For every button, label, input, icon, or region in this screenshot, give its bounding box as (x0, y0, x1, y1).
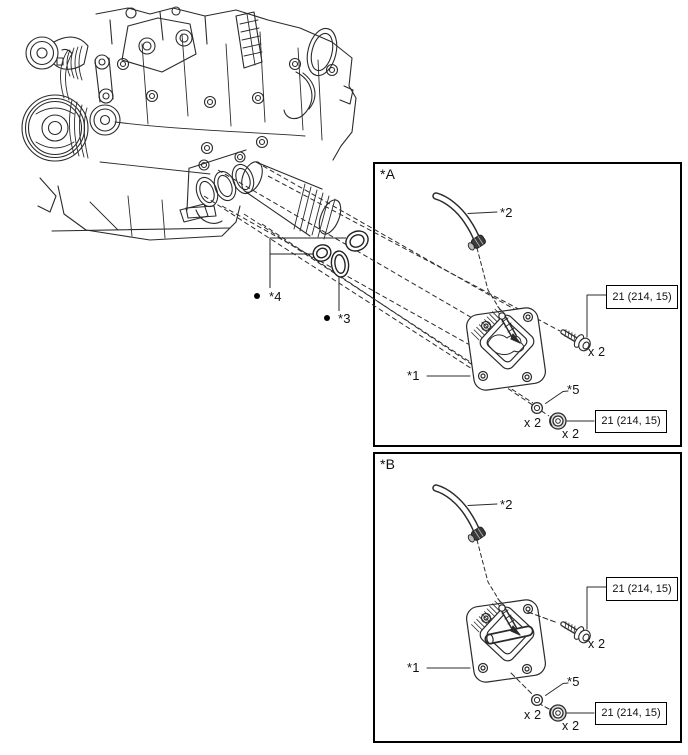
oil-cooler-drawing-a (466, 306, 546, 391)
panel-b-seal-qty: x 2 (524, 708, 542, 722)
torque-value: 21 (214, 15) (601, 415, 661, 427)
panel-a-cooler-label: *1 (407, 368, 420, 383)
cooler-tube-b (484, 625, 534, 645)
torque-value: 21 (214, 15) (612, 582, 672, 595)
bolt-drawing-a (560, 329, 591, 352)
panel-a-bolt-torque-box: 21 (214, 15) (606, 285, 678, 309)
flywheel-opening (306, 27, 354, 105)
hose-connector-dashed-a (476, 247, 503, 314)
bolt-drawing-b (560, 621, 591, 644)
oil-filter-housing (179, 161, 342, 240)
o-ring-lower (330, 250, 350, 278)
nut-drawing-b (549, 704, 567, 722)
oring-callout-lines (269, 237, 346, 311)
o-rings (312, 230, 369, 278)
panel-b-bolt-torque-box: 21 (214, 15) (606, 577, 678, 601)
seal-drawing-b (530, 693, 544, 707)
panel-a-frame (373, 162, 682, 447)
panel-a-hose-label: *2 (500, 205, 513, 220)
nut-drawing-a (549, 412, 567, 430)
panel-a-nut-qty: x 2 (562, 427, 580, 441)
leader-lines-a (426, 211, 607, 422)
panel-a-artwork (426, 192, 607, 430)
callout-oring-single: *3 (338, 311, 351, 326)
torque-value: 21 (214, 15) (601, 707, 661, 719)
hose-drawing-b (432, 484, 486, 543)
leader-lines-b (426, 503, 607, 714)
panel-b-nut-qty: x 2 (562, 719, 580, 733)
belt-tensioner-pulley (25, 36, 89, 70)
callout-oring-pair: *4 (269, 289, 282, 304)
oil-cooler-ports (186, 149, 255, 211)
engine-illustration (21, 6, 357, 241)
oil-cooler-drawing-b (466, 598, 546, 683)
cooler-stud-b (498, 604, 521, 636)
panel-a-label: *A (380, 166, 396, 182)
oil-pan (37, 177, 241, 241)
cooler-stud-a (498, 312, 521, 344)
torque-value: 21 (214, 15) (612, 290, 672, 303)
panel-b-bolt-qty: x 2 (588, 637, 606, 651)
panel-b-seal-label: *5 (567, 674, 580, 689)
panel-b-label: *B (380, 456, 396, 472)
panel-a-nut-torque-box: 21 (214, 15) (595, 410, 667, 433)
panel-a-bolt-qty: x 2 (588, 345, 606, 359)
o-ring-left (312, 244, 332, 262)
panel-b-frame (373, 452, 682, 743)
bullet-icon (324, 315, 330, 321)
panel-b-nut-torque-box: 21 (214, 15) (595, 702, 667, 725)
drive-belt (60, 45, 83, 101)
idler-pulley (89, 104, 121, 136)
engine-mount-bracket (121, 6, 197, 73)
seal-drawing-a (530, 401, 544, 415)
panel-b-artwork (426, 484, 607, 722)
panel-b-cooler-label: *1 (407, 660, 420, 675)
o-ring-upper (345, 230, 369, 252)
crankshaft-pulley (21, 94, 89, 162)
hatched-bracket (235, 11, 263, 69)
hose-drawing-a (432, 192, 486, 251)
panel-a-seal-label: *5 (567, 382, 580, 397)
hose-connector-dashed-b (476, 539, 503, 606)
panel-b-hose-label: *2 (500, 497, 513, 512)
bullet-icon (254, 293, 260, 299)
panel-a-seal-qty: x 2 (524, 416, 542, 430)
